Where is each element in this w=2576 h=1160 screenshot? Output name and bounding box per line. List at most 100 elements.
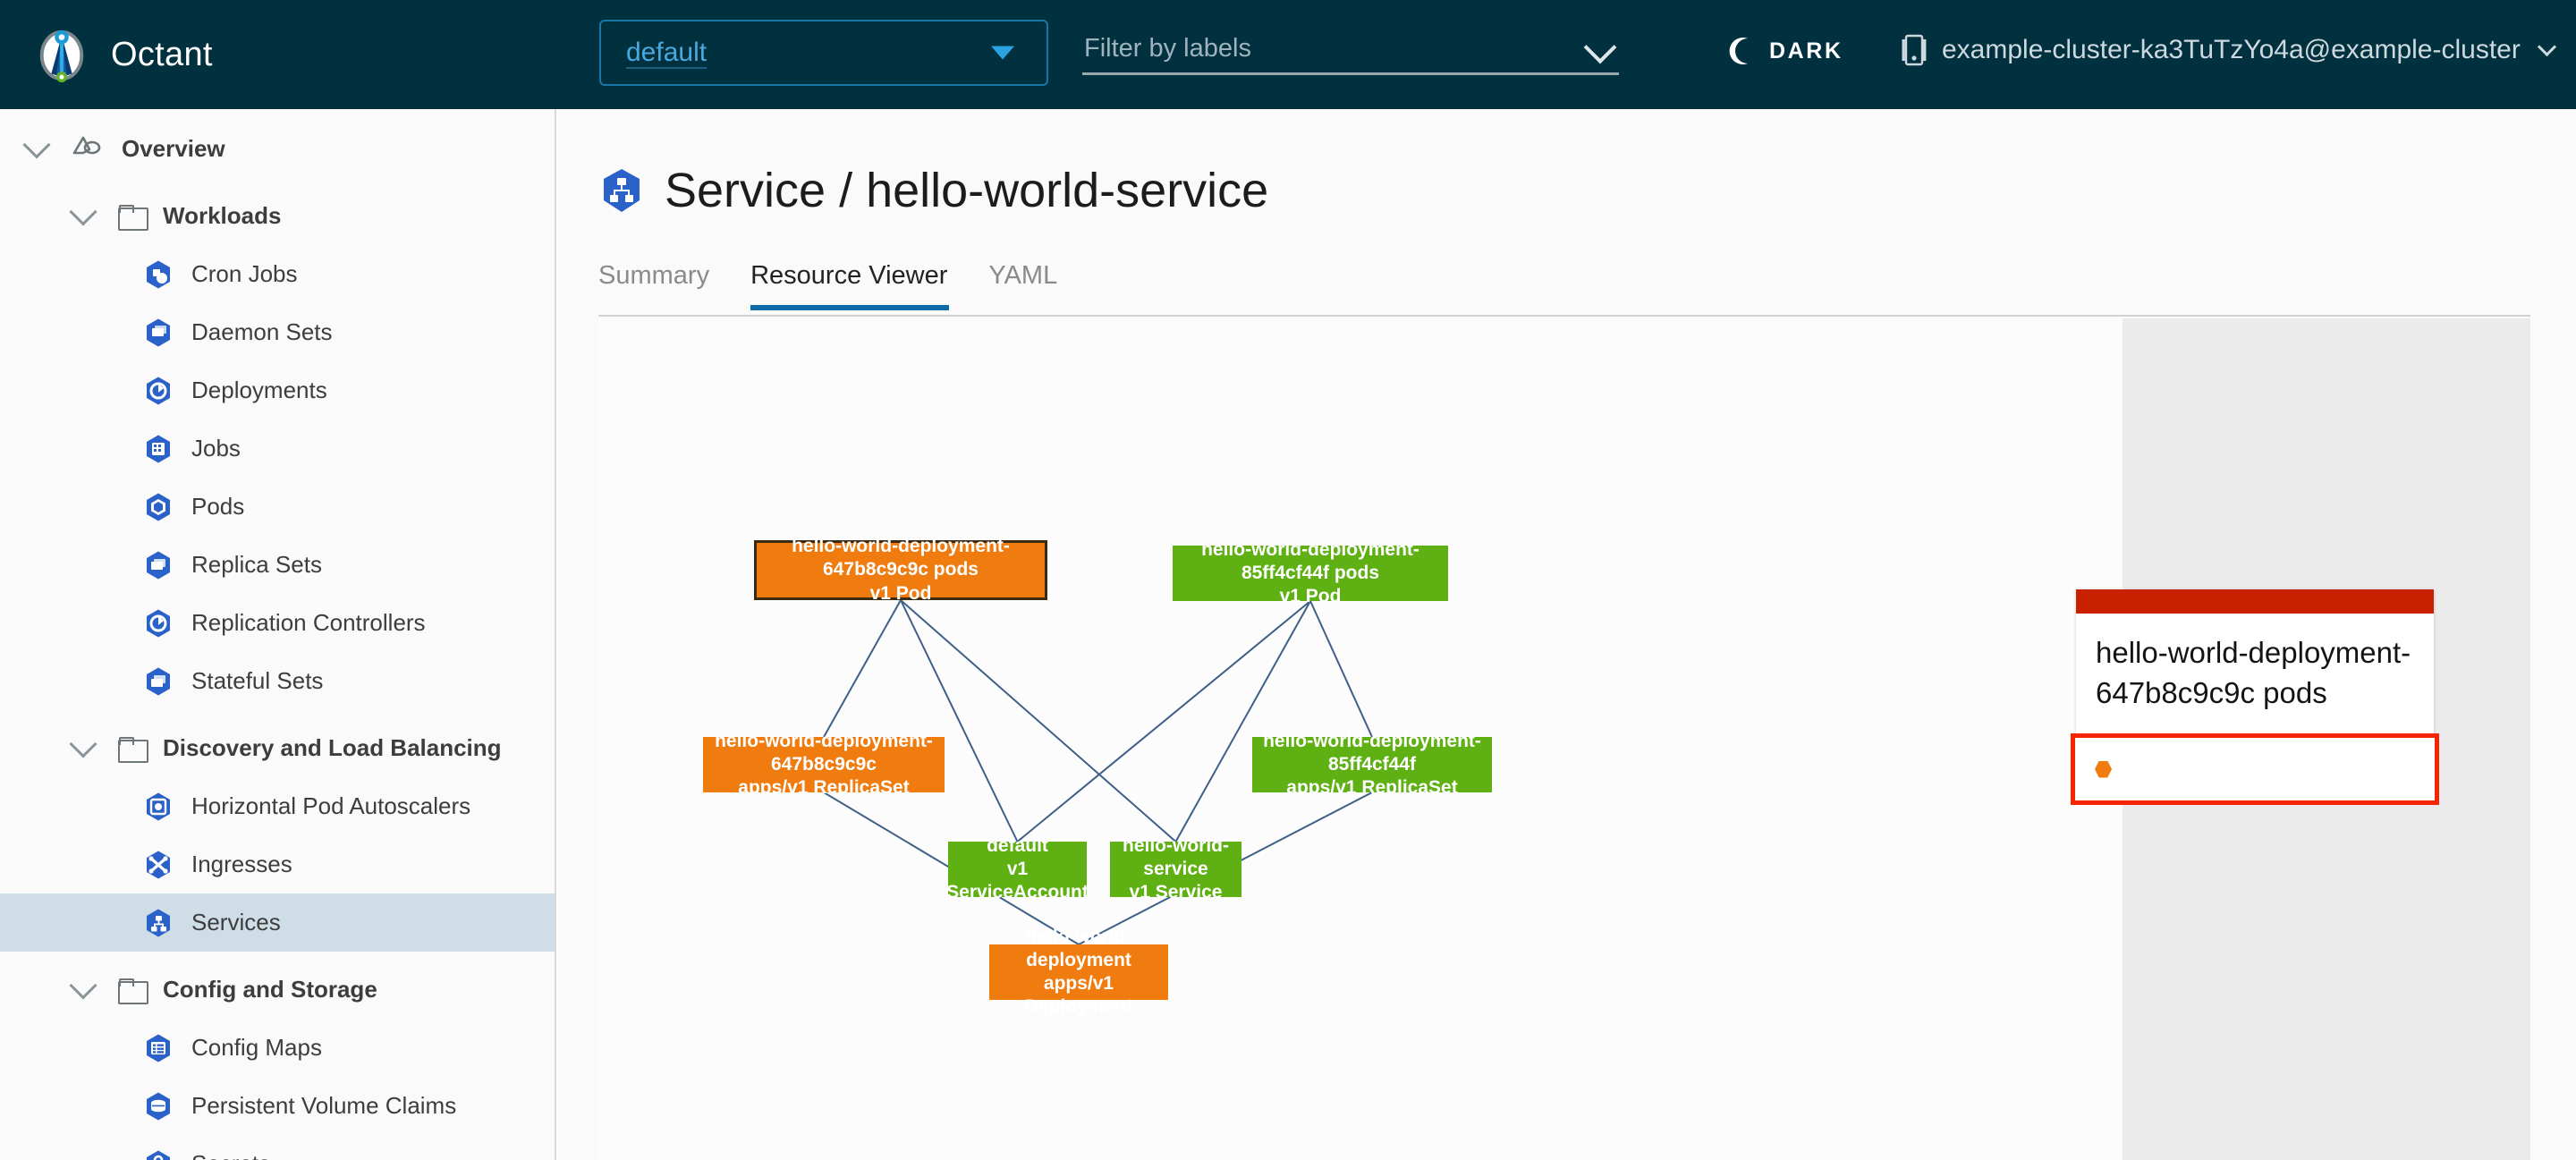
k8s-pod-icon <box>143 492 174 522</box>
sidebar-item-label: Jobs <box>191 435 241 461</box>
graph-node-name: hello-world-deployment-85ff4cf44f pods <box>1201 538 1419 583</box>
graph-node-name: default <box>987 834 1048 856</box>
pod-status-hexagon-icon <box>2095 760 2112 778</box>
sidebar-item-label: Overview <box>122 135 225 162</box>
sidebar-item-label: Pods <box>191 493 245 520</box>
graph-node-name: hello-world-deployment-85ff4cf44f <box>1263 730 1481 775</box>
sidebar-item-label: Discovery and Load Balancing <box>163 734 502 761</box>
k8s-service-icon <box>143 908 174 938</box>
graph-node-kind: apps/v1 ReplicaSet <box>1286 777 1458 799</box>
sidebar-item-ingresses[interactable]: Ingresses <box>0 835 555 893</box>
sidebar-item-stateful-sets[interactable]: Stateful Sets <box>0 652 555 710</box>
graph-node-kind: apps/v1 ReplicaSet <box>738 777 910 799</box>
brand-name: Octant <box>111 35 213 73</box>
graph-edge <box>823 599 902 738</box>
sidebar-item-deployments[interactable]: Deployments <box>0 361 555 419</box>
k8s-service-icon <box>598 167 645 214</box>
theme-toggle-label: DARK <box>1769 38 1843 64</box>
tab-summary[interactable]: Summary <box>598 261 710 290</box>
sidebar-item-services[interactable]: Services <box>0 893 555 952</box>
chevron-down-icon[interactable] <box>1583 30 1617 64</box>
chevron-down-icon[interactable] <box>22 130 51 159</box>
graph-node-kind: v1 Service <box>1129 882 1223 903</box>
k8s-cronjob-icon <box>143 259 174 290</box>
chevron-down-icon[interactable] <box>2537 37 2556 56</box>
tab-yaml[interactable]: YAML <box>988 261 1058 290</box>
sidebar-item-horizontal-pod-autoscalers[interactable]: Horizontal Pod Autoscalers <box>0 777 555 835</box>
sidebar-item-workloads[interactable]: Workloads <box>0 187 555 245</box>
label-filter[interactable]: Filter by labels <box>1082 27 1619 82</box>
chevron-down-icon[interactable] <box>69 970 97 1000</box>
overview-icon <box>72 135 104 164</box>
sidebar-item-label: Replication Controllers <box>191 609 426 636</box>
tab-resource-viewer[interactable]: Resource Viewer <box>750 261 974 310</box>
sidebar-item-config-maps[interactable]: Config Maps <box>0 1019 555 1077</box>
graph-edge <box>900 599 1019 842</box>
octant-logo-icon <box>34 27 89 83</box>
k8s-ingress-icon <box>143 850 174 880</box>
resource-viewer-canvas[interactable]: hello-world-deployment-647b8c9c9c pods v1… <box>598 318 2530 1160</box>
namespace-select[interactable]: default <box>599 20 1048 86</box>
sidebar-item-cron-jobs[interactable]: Cron Jobs <box>0 245 555 303</box>
k8s-statefulset-icon <box>143 666 174 697</box>
sidebar-item-replica-sets[interactable]: Replica Sets <box>0 536 555 594</box>
k8s-deployment-icon <box>143 376 174 406</box>
sidebar-item-label: Daemon Sets <box>191 318 333 345</box>
brand[interactable]: Octant <box>34 27 553 83</box>
page-title-text: Service / hello-world-service <box>665 164 1269 217</box>
k8s-configmap-icon <box>143 1033 174 1063</box>
theme-toggle-button[interactable]: DARK <box>1726 36 1843 66</box>
folder-icon <box>118 737 148 763</box>
node-detail-card-title: hello-world-deployment-647b8c9c9c pods <box>2096 636 2411 709</box>
k8s-replicationcontroller-icon <box>143 608 174 639</box>
sidebar-item-label: Persistent Volume Claims <box>191 1092 457 1119</box>
graph-node-name: hello-world-deployment-647b8c9c9c <box>715 730 933 775</box>
sidebar-item-overview[interactable]: Overview <box>0 120 555 178</box>
sidebar-item-persistent-volume-claims[interactable]: Persistent Volume Claims <box>0 1077 555 1135</box>
sidebar-item-label: Config Maps <box>191 1034 322 1061</box>
sidebar-item-label: Horizontal Pod Autoscalers <box>191 792 471 819</box>
k8s-replicaset-icon <box>143 550 174 580</box>
graph-node-kind: v1 Pod <box>869 582 932 604</box>
sidebar-item-daemon-sets[interactable]: Daemon Sets <box>0 303 555 361</box>
graph-edge <box>1016 600 1311 842</box>
node-detail-card[interactable]: hello-world-deployment-647b8c9c9c pods <box>2071 589 2439 805</box>
node-detail-card-accent-bar <box>2076 589 2434 614</box>
resource-graph[interactable] <box>598 318 2031 1160</box>
sidebar-item-label: Cron Jobs <box>191 260 298 287</box>
cluster-selector[interactable]: example-cluster-ka3TuTzYo4a@example-clus… <box>1901 34 2556 66</box>
app-header: Octant default Filter by labels DARK exa… <box>0 0 2576 109</box>
folder-icon <box>118 978 148 1004</box>
sidebar-item-label: Ingresses <box>191 851 292 877</box>
sidebar-item-replication-controllers[interactable]: Replication Controllers <box>0 594 555 652</box>
graph-node-kind: v1 Pod <box>1279 586 1342 607</box>
sidebar-item-discovery-and-load-balancing[interactable]: Discovery and Load Balancing <box>0 719 555 777</box>
tab-bar[interactable]: Summary Resource Viewer YAML <box>598 261 2530 317</box>
graph-edge <box>1309 600 1373 738</box>
chevron-down-icon[interactable] <box>69 197 97 226</box>
sidebar-item-jobs[interactable]: Jobs <box>0 419 555 478</box>
graph-node-kind: apps/v1 Deployment <box>1024 973 1133 1018</box>
node-detail-card-status-section[interactable] <box>2071 733 2439 805</box>
chevron-down-icon[interactable] <box>69 729 97 758</box>
graph-edge <box>900 599 1177 842</box>
main-content: Service / hello-world-service Summary Res… <box>558 109 2576 1160</box>
sidebar-item-pods[interactable]: Pods <box>0 478 555 536</box>
sidebar-item-secrets[interactable]: Secrets <box>0 1135 555 1160</box>
graph-node-pod-85f[interactable]: hello-world-deployment-85ff4cf44f pods v1… <box>1173 539 1448 606</box>
caret-down-icon <box>991 46 1014 60</box>
sidebar-item-label: Deployments <box>191 377 327 403</box>
graph-node-name: hello-world-deployment <box>1025 926 1132 970</box>
k8s-pvc-icon <box>143 1091 174 1122</box>
namespace-select-value: default <box>626 38 708 67</box>
page-title: Service / hello-world-service <box>598 163 1268 218</box>
sidebar-item-config-and-storage[interactable]: Config and Storage <box>0 961 555 1019</box>
label-filter-placeholder: Filter by labels <box>1084 34 1251 63</box>
